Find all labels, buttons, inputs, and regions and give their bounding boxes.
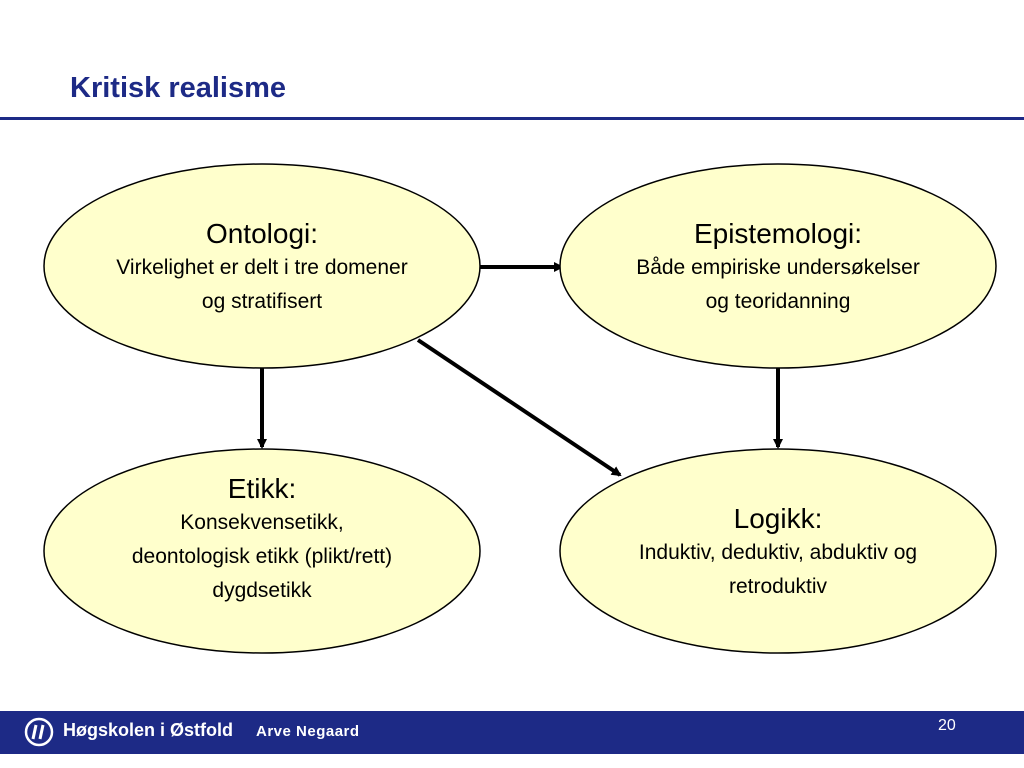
node-epistemologi-heading: Epistemologi: xyxy=(693,217,863,249)
node-logikk-line-1: Induktiv, deduktiv, abduktiv og xyxy=(638,540,918,564)
node-epistemologi-line-1: Både empiriske undersøkelser xyxy=(636,255,920,279)
node-logikk-heading: Logikk: xyxy=(733,502,823,534)
edge-ontologi-logikk xyxy=(416,338,622,477)
node-logikk-shape xyxy=(559,448,997,654)
node-etikk: Etikk: Konsekvensetikk, deontologisk eti… xyxy=(52,465,472,615)
node-ontologi: Ontologi: Virkelighet er delt i tre dome… xyxy=(52,210,472,325)
edges-layer xyxy=(257,262,783,477)
node-logikk: Logikk: Induktiv, deduktiv, abduktiv og … xyxy=(568,500,988,605)
node-ontologi-shape xyxy=(43,163,481,369)
school-logo-icon xyxy=(24,717,54,747)
node-etikk-heading: Etikk: xyxy=(227,473,297,504)
footer-bar xyxy=(0,711,1024,754)
node-etikk-line-3: dygdsetikk xyxy=(212,579,312,602)
school-name: Høgskolen i Østfold xyxy=(63,720,234,740)
node-ontologi-line-1: Virkelighet er delt i tre domener xyxy=(116,255,408,279)
node-logikk-line-2: retroduktiv xyxy=(728,574,828,598)
node-ontologi-heading: Ontologi: xyxy=(205,217,319,249)
node-etikk-shape xyxy=(43,448,481,654)
node-ontologi-line-2: og stratifisert xyxy=(201,289,323,313)
page-number: 20 xyxy=(938,717,956,734)
title-divider xyxy=(0,117,1024,120)
node-epistemologi-shape xyxy=(559,163,997,369)
nodes-layer xyxy=(43,163,997,654)
node-epistemologi-line-2: og teoridanning xyxy=(705,289,851,313)
node-epistemologi: Epistemologi: Både empiriske undersøkels… xyxy=(568,210,988,325)
slide-title: Kritisk realisme xyxy=(70,72,287,104)
author-name: Arve Negaard xyxy=(256,723,360,740)
node-etikk-line-1: Konsekvensetikk, xyxy=(180,511,344,534)
node-etikk-line-2: deontologisk etikk (plikt/rett) xyxy=(131,545,393,568)
